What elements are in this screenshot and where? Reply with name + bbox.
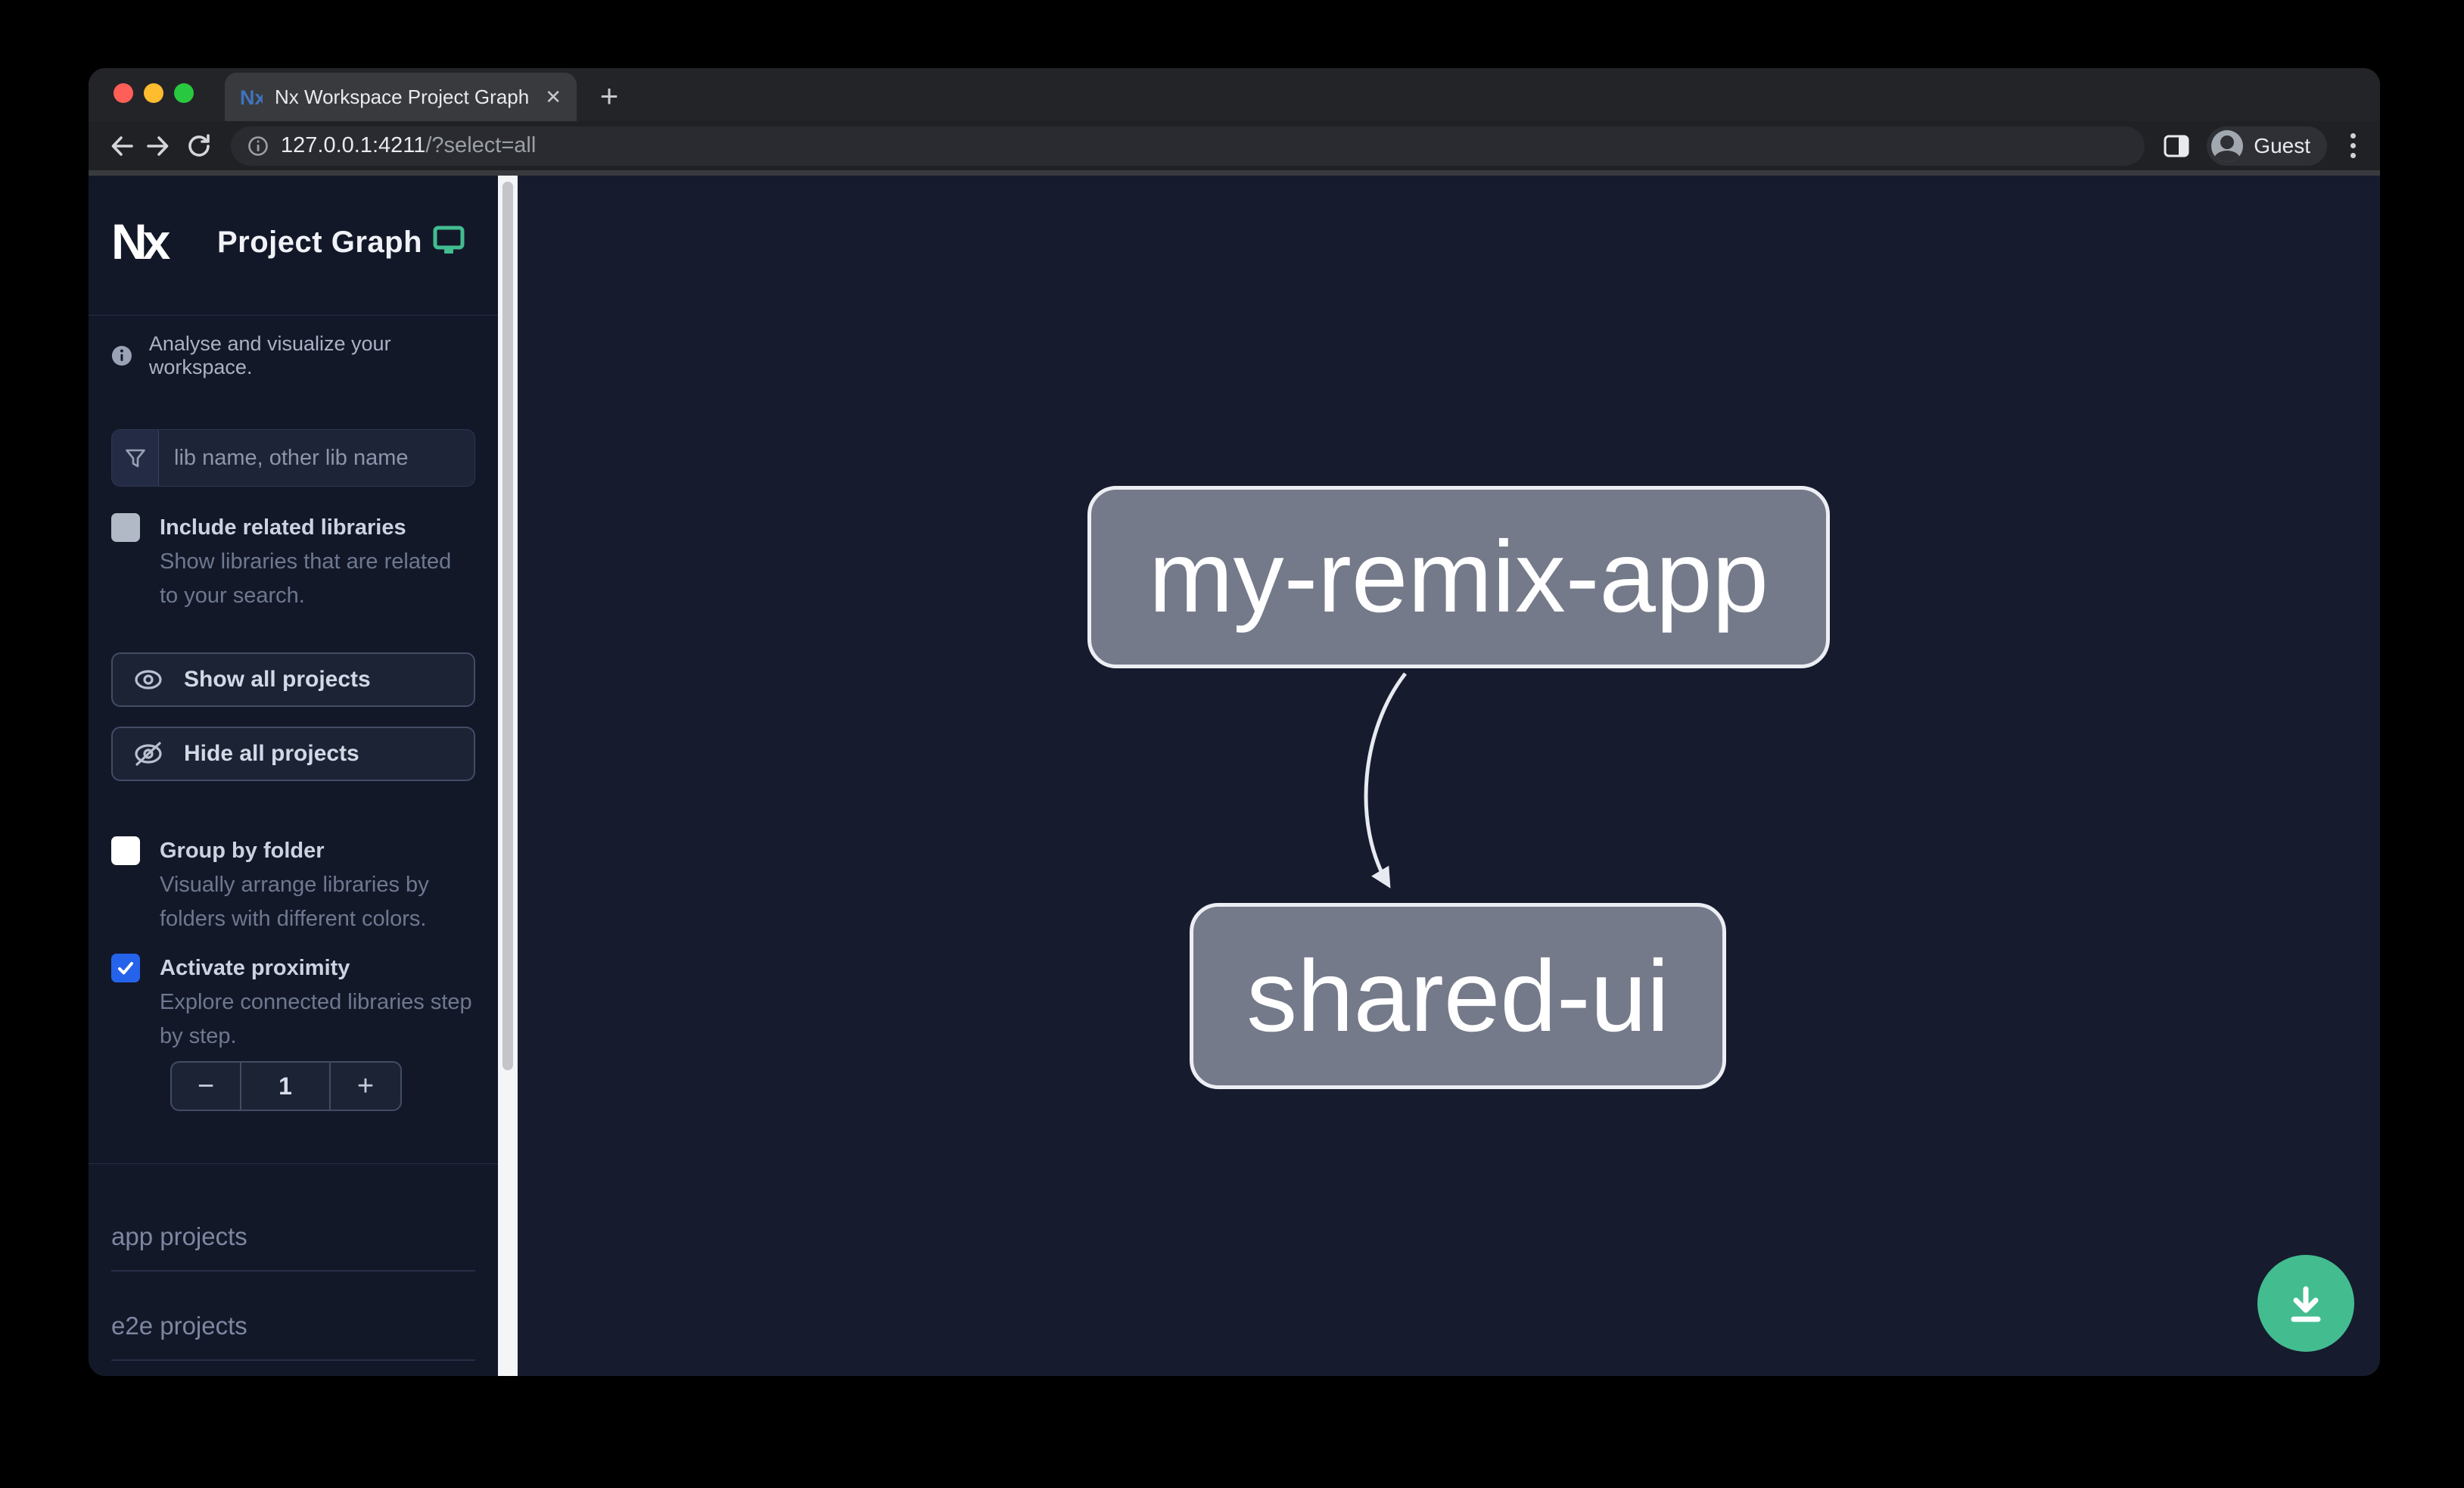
eye-icon	[135, 670, 162, 690]
increment-button[interactable]: +	[329, 1063, 400, 1110]
svg-text:Nx: Nx	[240, 86, 263, 108]
tab-title: Nx Workspace Project Graph	[275, 85, 530, 108]
include-related-description: Show libraries that are related to your …	[160, 549, 452, 608]
workspace-tagline: Analyse and visualize your workspace.	[111, 332, 475, 379]
include-related-libraries-option: Include related libraries Show libraries…	[111, 511, 475, 613]
browser-menu-button[interactable]	[2338, 126, 2368, 166]
eye-off-icon	[135, 742, 162, 766]
filter-icon-segment	[112, 430, 159, 486]
show-all-projects-button[interactable]: Show all projects	[111, 652, 475, 707]
window-controls	[114, 83, 194, 103]
download-icon	[2291, 1286, 2321, 1322]
forward-button[interactable]	[140, 126, 179, 166]
group-by-folder-checkbox[interactable]	[111, 836, 140, 865]
activate-proximity-option: Activate proximity Explore connected lib…	[111, 951, 475, 1054]
search-box	[111, 429, 475, 487]
group-by-folder-label: Group by folder	[160, 839, 325, 863]
graph-node-my-remix-app[interactable]: my-remix-app	[1087, 486, 1830, 668]
theme-toggle-button[interactable]	[433, 226, 465, 260]
side-panel-button[interactable]	[2157, 126, 2196, 166]
sidebar-header: Nx Project Graph	[111, 218, 475, 266]
hide-all-projects-button[interactable]: Hide all projects	[111, 727, 475, 781]
section-app-projects: app projects	[111, 1222, 475, 1272]
proximity-depth-value: 1	[278, 1072, 292, 1100]
maximize-window-button[interactable]	[174, 83, 194, 103]
profile-button[interactable]: Guest	[2207, 126, 2327, 166]
filter-icon	[125, 449, 145, 468]
project-graph-canvas[interactable]: my-remix-app shared-ui	[518, 176, 2380, 1376]
activate-proximity-checkbox[interactable]	[111, 954, 140, 982]
tab-close-icon[interactable]: ✕	[545, 86, 562, 108]
graph-node-shared-ui[interactable]: shared-ui	[1190, 903, 1726, 1089]
group-by-folder-option: Group by folder Visually arrange librari…	[111, 834, 475, 936]
guest-avatar-icon	[2211, 129, 2244, 162]
address-bar[interactable]: 127.0.0.1:4211/?select=all	[231, 126, 2145, 166]
kebab-menu-icon	[2350, 133, 2356, 139]
profile-label: Guest	[2254, 133, 2310, 157]
proximity-depth-stepper: − 1 +	[170, 1061, 402, 1111]
reload-icon	[188, 133, 210, 157]
reload-button[interactable]	[179, 126, 219, 166]
forward-arrow-icon	[147, 135, 169, 156]
browser-window: Nx Nx Workspace Project Graph ✕ +	[89, 68, 2380, 1376]
monitor-icon	[433, 226, 465, 254]
tab-strip: Nx Nx Workspace Project Graph ✕ +	[89, 68, 2380, 121]
back-arrow-icon	[111, 135, 133, 156]
decrement-button[interactable]: −	[172, 1063, 241, 1110]
main-content: Nx Project Graph Analyse and visual	[89, 176, 2380, 1376]
search-input[interactable]	[159, 430, 474, 486]
nx-logo: Nx	[111, 218, 176, 266]
include-related-label: Include related libraries	[160, 515, 406, 540]
group-by-folder-description: Visually arrange libraries by folders wi…	[160, 873, 429, 931]
sidebar-scrollbar[interactable]	[498, 176, 518, 1376]
browser-toolbar: 127.0.0.1:4211/?select=all Guest	[89, 121, 2380, 176]
svg-text:Nx: Nx	[111, 218, 171, 266]
url-text: 127.0.0.1:4211/?select=all	[281, 133, 536, 158]
sidebar: Nx Project Graph Analyse and visual	[89, 176, 498, 1376]
dependency-edge	[1364, 672, 1407, 889]
tab-nx-workspace-project-graph[interactable]: Nx Nx Workspace Project Graph ✕	[225, 73, 577, 121]
info-icon	[111, 345, 132, 366]
divider	[89, 315, 498, 316]
new-tab-button[interactable]: +	[599, 78, 619, 114]
tab-favicon-nx-icon: Nx	[240, 86, 263, 108]
url-query: /?select=all	[425, 133, 537, 157]
hide-all-projects-label: Hide all projects	[184, 741, 359, 766]
activate-proximity-label: Activate proximity	[160, 956, 350, 980]
site-info-icon[interactable]	[247, 135, 269, 157]
divider	[89, 1163, 498, 1164]
back-button[interactable]	[101, 126, 140, 166]
side-panel-icon	[2164, 135, 2189, 157]
tagline-text: Analyse and visualize your workspace.	[148, 332, 391, 378]
include-related-checkbox[interactable]	[111, 513, 140, 542]
checkmark-icon	[118, 962, 133, 975]
activate-proximity-description: Explore connected libraries step by step…	[160, 990, 472, 1048]
page-title: Project Graph	[217, 225, 423, 259]
show-all-projects-label: Show all projects	[184, 667, 371, 692]
download-graph-button[interactable]	[2257, 1255, 2354, 1352]
scrollbar-thumb[interactable]	[502, 182, 513, 1070]
minimize-window-button[interactable]	[144, 83, 163, 103]
section-e2e-projects: e2e projects	[111, 1311, 475, 1361]
url-host: 127.0.0.1:4211	[281, 133, 426, 157]
close-window-button[interactable]	[114, 83, 133, 103]
